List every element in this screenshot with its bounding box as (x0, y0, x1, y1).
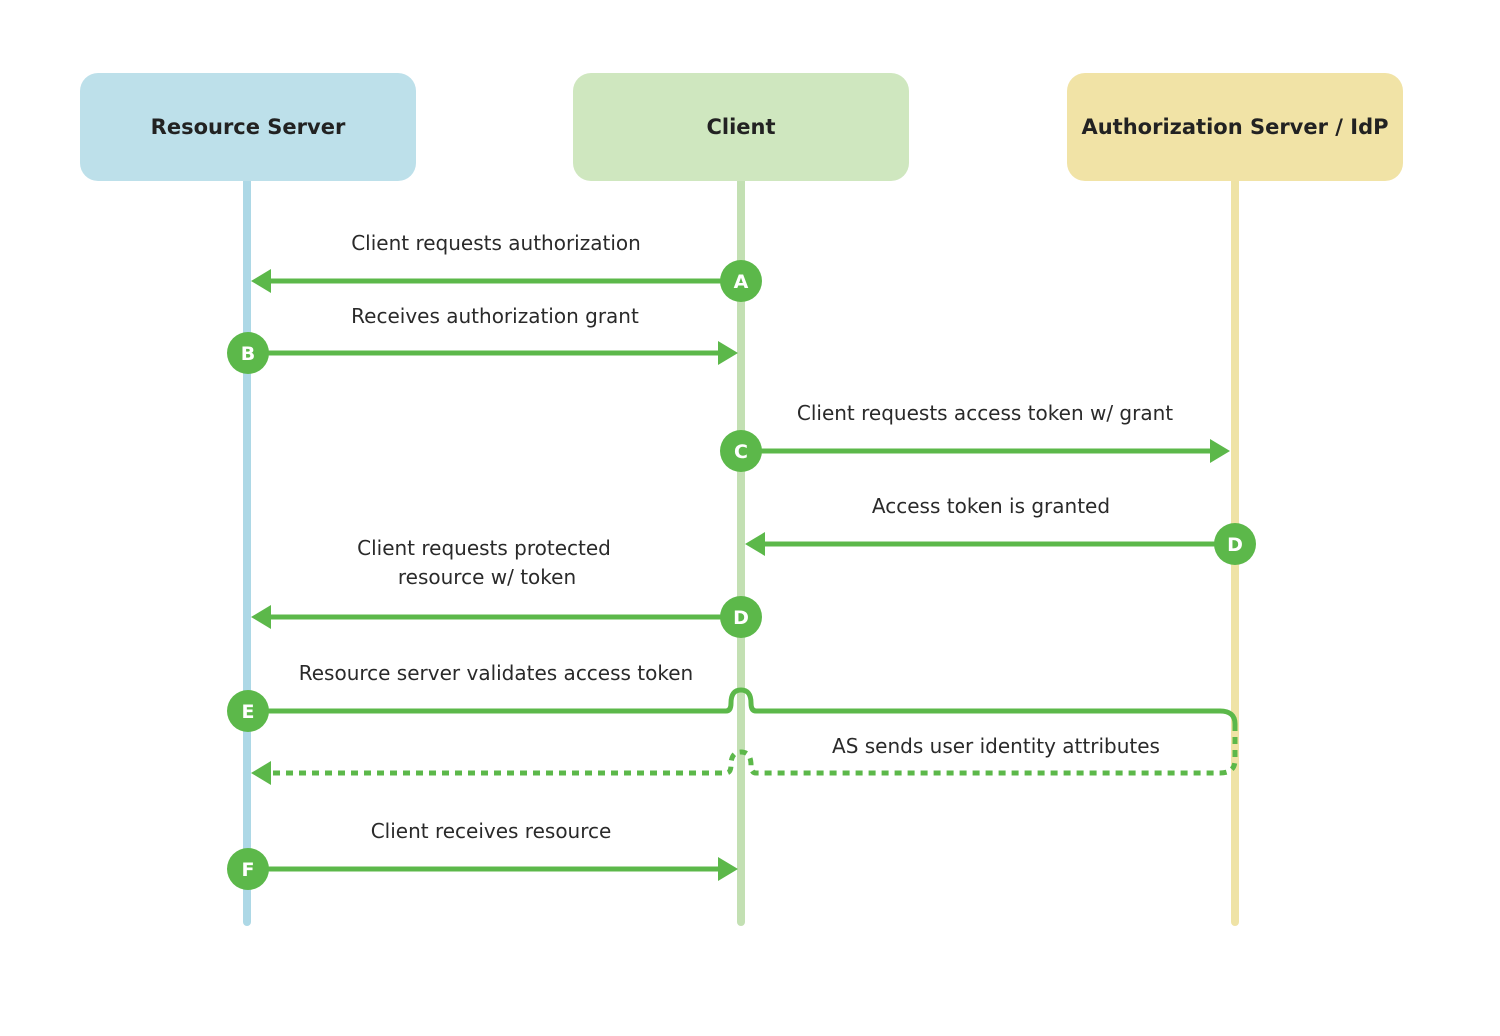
message-e-arrow-line (266, 687, 1238, 725)
actor-resource-server-box (80, 73, 416, 181)
badge-f (227, 848, 269, 890)
badge-c-label: C (734, 441, 748, 463)
badge-b-label: B (241, 343, 255, 365)
badge-e-label: E (242, 701, 255, 723)
message-f: Client receives resource F (227, 819, 738, 890)
message-f-arrowhead (718, 857, 738, 881)
badge-d2-label: D (733, 607, 749, 629)
actor-auth-server-label: Authorization Server / IdP (1081, 115, 1388, 139)
badge-a (720, 260, 762, 302)
message-d2-arrowhead (251, 605, 271, 629)
message-c-arrowhead (1210, 439, 1230, 463)
actor-auth-server-box (1067, 73, 1403, 181)
message-b-label: Receives authorization grant (351, 304, 639, 328)
message-e-label: Resource server validates access token (299, 661, 694, 685)
message-d2: Client requests protected resource w/ to… (251, 536, 762, 638)
badge-d2 (720, 596, 762, 638)
message-c-label: Client requests access token w/ grant (797, 401, 1173, 425)
message-f-label: Client receives resource (371, 819, 612, 843)
message-b-arrowhead (718, 341, 738, 365)
message-a: Client requests authorization A (251, 231, 762, 302)
message-d2-label-line2: resource w/ token (398, 565, 576, 589)
message-d1: Access token is granted D (745, 494, 1256, 565)
message-e-return: AS sends user identity attributes (251, 724, 1238, 785)
badge-f-label: F (242, 859, 255, 881)
badge-b (227, 332, 269, 374)
message-d1-label: Access token is granted (872, 494, 1110, 518)
badge-d1-label: D (1227, 534, 1243, 556)
message-e: Resource server validates access token E (227, 661, 1238, 732)
actor-auth-server: Authorization Server / IdP (1067, 73, 1403, 181)
actor-client-label: Client (706, 115, 775, 139)
actor-resource-server-label: Resource Server (151, 115, 346, 139)
badge-a-label: A (734, 271, 749, 293)
badge-c (720, 430, 762, 472)
message-a-arrowhead (251, 269, 271, 293)
message-d2-label-line1: Client requests protected (357, 536, 611, 560)
actor-client: Client (573, 73, 909, 181)
actor-client-box (573, 73, 909, 181)
message-e-return-arrowhead (251, 761, 271, 785)
badge-d1 (1214, 523, 1256, 565)
message-d1-arrowhead (745, 532, 765, 556)
badge-e (227, 690, 269, 732)
message-e-return-dashed-line (272, 724, 1238, 776)
message-e-return-label: AS sends user identity attributes (832, 734, 1160, 758)
actor-resource-server: Resource Server (80, 73, 416, 181)
message-b: Receives authorization grant B (227, 304, 738, 374)
message-a-label: Client requests authorization (351, 231, 641, 255)
message-c: Client requests access token w/ grant C (720, 401, 1230, 472)
